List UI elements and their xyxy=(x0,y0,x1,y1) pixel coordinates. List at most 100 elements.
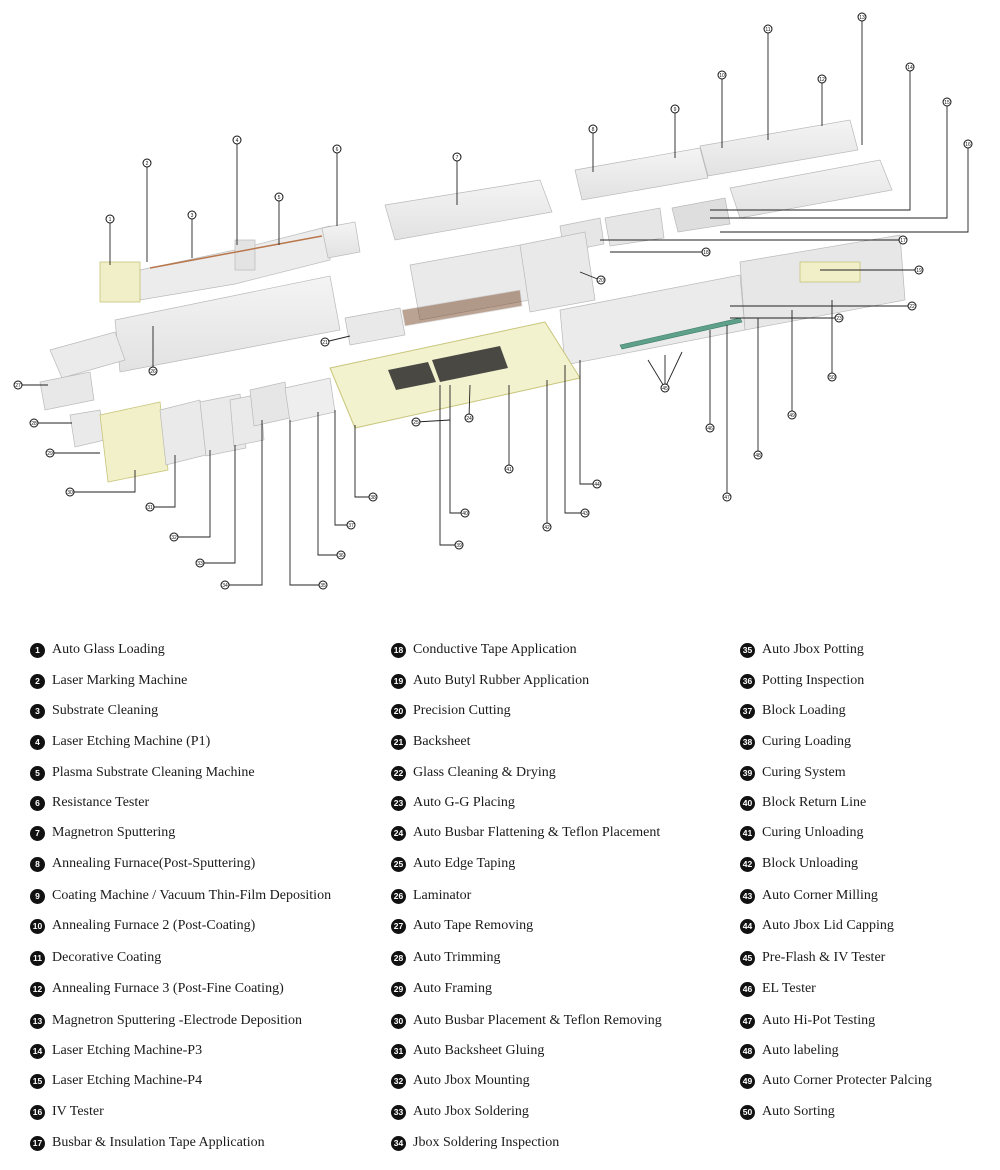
svg-text:9: 9 xyxy=(674,107,677,113)
svg-text:23: 23 xyxy=(836,316,842,322)
legend-label-26: Laminator xyxy=(413,888,472,903)
svg-text:38: 38 xyxy=(370,495,376,501)
callout-26: 26 xyxy=(148,366,158,376)
callout-17: 17 xyxy=(898,235,908,245)
legend-item-12: 12 Annealing Furnace 3 (Post-Fine Coating… xyxy=(30,979,284,999)
badge-8: 8 xyxy=(30,856,45,872)
callout-22: 22 xyxy=(907,301,917,311)
svg-text:45: 45 xyxy=(662,386,668,392)
badge-14: 14 xyxy=(30,1043,45,1059)
badge-32: 32 xyxy=(391,1073,406,1089)
callout-21: 21 xyxy=(320,337,330,347)
legend-item-37: 37 Block Loading xyxy=(740,701,846,721)
lower-line xyxy=(39,371,336,483)
badge-33: 33 xyxy=(391,1104,406,1120)
badge-19: 19 xyxy=(391,673,406,689)
svg-text:35: 35 xyxy=(320,583,326,589)
legend-label-33: Auto Jbox Soldering xyxy=(413,1104,529,1119)
legend-label-31: Auto Backsheet Gluing xyxy=(413,1043,545,1058)
legend-label-15: Laser Etching Machine-P4 xyxy=(52,1073,203,1088)
legend-label-6: Resistance Tester xyxy=(52,795,150,810)
legend-label-40: Block Return Line xyxy=(762,795,867,810)
badge-11: 11 xyxy=(30,950,45,966)
legend-label-32: Auto Jbox Mounting xyxy=(413,1073,530,1088)
legend-label-17: Busbar & Insulation Tape Application xyxy=(52,1135,265,1150)
svg-text:4: 4 xyxy=(236,138,239,144)
badge-37: 37 xyxy=(740,703,755,719)
legend-label-19: Auto Butyl Rubber Application xyxy=(413,673,590,688)
badge-12: 12 xyxy=(30,981,45,997)
legend-label-1: Auto Glass Loading xyxy=(52,642,165,657)
legend-label-5: Plasma Substrate Cleaning Machine xyxy=(52,765,255,780)
badge-45: 45 xyxy=(740,950,755,966)
badge-2: 2 xyxy=(30,673,45,689)
callout-38: 38 xyxy=(368,492,378,502)
callout-15: 15 xyxy=(942,97,952,107)
svg-text:42: 42 xyxy=(544,525,550,531)
legend-label-12: Annealing Furnace 3 (Post-Fine Coating) xyxy=(52,981,284,996)
legend-label-3: Substrate Cleaning xyxy=(52,703,159,718)
badge-38: 38 xyxy=(740,734,755,750)
badge-44: 44 xyxy=(740,918,755,934)
legend-item-33: 33 Auto Jbox Soldering xyxy=(391,1102,529,1122)
callout-27: 27 xyxy=(13,380,23,390)
legend-label-9: Coating Machine / Vacuum Thin-Film Depos… xyxy=(52,888,332,903)
svg-text:3: 3 xyxy=(191,213,194,219)
callout-40: 40 xyxy=(460,508,470,518)
svg-text:32: 32 xyxy=(171,535,177,541)
callout-41: 41 xyxy=(504,464,514,474)
legend-item-49: 49 Auto Corner Protecter Palcing xyxy=(740,1071,932,1091)
svg-text:14: 14 xyxy=(907,65,913,71)
production-line-illustration: 1 2 3 4 5 6 7 8 9 10 11 12 13 14 15 16 1… xyxy=(13,12,973,590)
callout-37: 37 xyxy=(346,520,356,530)
legend-label-28: Auto Trimming xyxy=(413,950,501,965)
svg-text:40: 40 xyxy=(462,511,468,517)
callout-46: 46 xyxy=(705,423,715,433)
callout-30: 30 xyxy=(65,487,75,497)
callout-2: 2 xyxy=(142,158,152,168)
legend-label-49: Auto Corner Protecter Palcing xyxy=(762,1073,932,1088)
svg-text:48: 48 xyxy=(755,453,761,459)
svg-text:28: 28 xyxy=(31,421,37,427)
legend-label-37: Block Loading xyxy=(762,703,846,718)
svg-text:27: 27 xyxy=(15,383,21,389)
svg-text:46: 46 xyxy=(707,426,713,432)
svg-text:22: 22 xyxy=(909,304,915,310)
callout-36: 36 xyxy=(336,550,346,560)
badge-20: 20 xyxy=(391,703,406,719)
legend-label-47: Auto Hi-Pot Testing xyxy=(762,1013,876,1028)
legend-label-16: IV Tester xyxy=(52,1104,104,1119)
callout-50: 50 xyxy=(827,372,837,382)
svg-text:43: 43 xyxy=(582,511,588,517)
svg-text:11: 11 xyxy=(765,27,770,33)
badge-49: 49 xyxy=(740,1073,755,1089)
callout-12: 12 xyxy=(817,74,827,84)
legend-label-42: Block Unloading xyxy=(762,856,859,871)
legend-label-21: Backsheet xyxy=(413,734,471,749)
svg-text:17: 17 xyxy=(900,238,906,244)
badge-50: 50 xyxy=(740,1104,755,1120)
legend-label-2: Laser Marking Machine xyxy=(52,673,188,688)
callout-5: 5 xyxy=(274,192,284,202)
badge-5: 5 xyxy=(30,765,45,781)
